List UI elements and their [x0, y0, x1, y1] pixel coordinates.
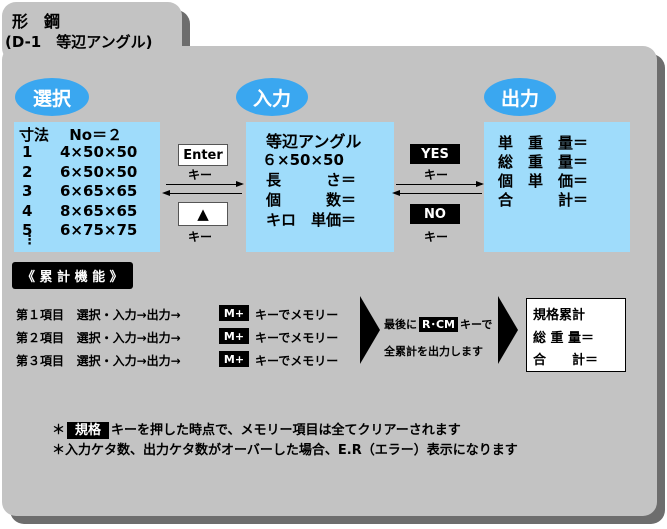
input-line-3: 長 さ＝ [266, 171, 357, 189]
no-key[interactable]: NO [410, 204, 460, 224]
input-line-1: 等辺アングル [266, 132, 362, 151]
cumulative-item-2: 第２項目 選択・入力→出力→ [16, 331, 181, 345]
output-line-2: 総 重 量＝ [498, 153, 589, 171]
kikaku-key[interactable]: 規格 [67, 422, 110, 439]
enter-key-label: キー [188, 168, 213, 182]
cumulative-item-2-suffix: キーでメモリー [255, 331, 339, 345]
input-line-2: ６×50×50 [262, 151, 344, 169]
big-arrow-1 [360, 296, 380, 364]
output-line-3: 個 単 価＝ [498, 172, 589, 190]
result-title: 規格累計 [533, 308, 586, 323]
result-box: 規格累計 総 重 量＝ 合 計＝ [526, 298, 626, 372]
yes-key-label: キー [424, 168, 449, 182]
cumulative-item-3-suffix: キーでメモリー [255, 354, 339, 368]
step-select: 選択 [15, 78, 89, 116]
output-line-4: 合 計＝ [498, 191, 589, 209]
cumulative-title: 《 累 計 機 能 》 [12, 262, 133, 289]
no-key-label: キー [424, 230, 449, 244]
output-line-1: 単 重 量＝ [498, 134, 589, 152]
arrow-head-right-2 [476, 181, 484, 187]
input-box: 等辺アングル ６×50×50 長 さ＝ 個 数＝ キロ 単価＝ [246, 122, 394, 252]
enter-key[interactable]: Enter [178, 144, 228, 166]
input-line-5: キロ 単価＝ [266, 211, 357, 229]
more-indicator: ⋮ [23, 233, 36, 248]
up-key-label: キー [188, 230, 213, 244]
select-header: 寸法 No＝２ [19, 126, 123, 144]
arrow-right-2 [396, 184, 482, 185]
yes-key[interactable]: YES [410, 144, 460, 164]
page-subtitle: (D-1 等辺アングル) [5, 33, 153, 51]
big-arrow-2 [498, 296, 518, 364]
up-key[interactable]: ▲ [178, 202, 228, 226]
input-line-4: 個 数＝ [266, 191, 357, 209]
cumulative-item-3: 第３項目 選択・入力→出力→ [16, 354, 181, 368]
step-output: 出力 [484, 78, 556, 116]
arrow-left-2 [396, 193, 482, 194]
page-title: 形 鋼 [12, 12, 61, 31]
last-step-line2: 全累計を出力します [384, 345, 483, 358]
arrow-right-1 [166, 184, 242, 185]
result-line-2: 合 計＝ [533, 353, 599, 368]
arrow-head-left-1 [162, 190, 170, 196]
m-plus-key-1[interactable]: M+ [219, 305, 249, 321]
note-2: ＊入力ケタ数、出力ケタ数がオーバーした場合、E.R（エラー）表示になります [52, 443, 518, 458]
rcm-key[interactable]: R･CM [419, 317, 458, 332]
step-input: 入力 [236, 78, 308, 116]
cumulative-item-1-suffix: キーでメモリー [255, 308, 339, 322]
cumulative-item-1: 第１項目 選択・入力→出力→ [16, 308, 181, 322]
m-plus-key-3[interactable]: M+ [219, 351, 249, 367]
arrow-left-1 [166, 193, 242, 194]
output-box: 単 重 量＝ 総 重 量＝ 個 単 価＝ 合 計＝ [484, 122, 630, 252]
result-line-1: 総 重 量＝ [533, 331, 595, 346]
arrow-head-left-2 [392, 190, 400, 196]
m-plus-key-2[interactable]: M+ [219, 328, 249, 344]
note-1: ＊規格キーを押した時点で、メモリー項目は全てクリアーされます [52, 422, 461, 439]
arrow-head-right-1 [236, 181, 244, 187]
